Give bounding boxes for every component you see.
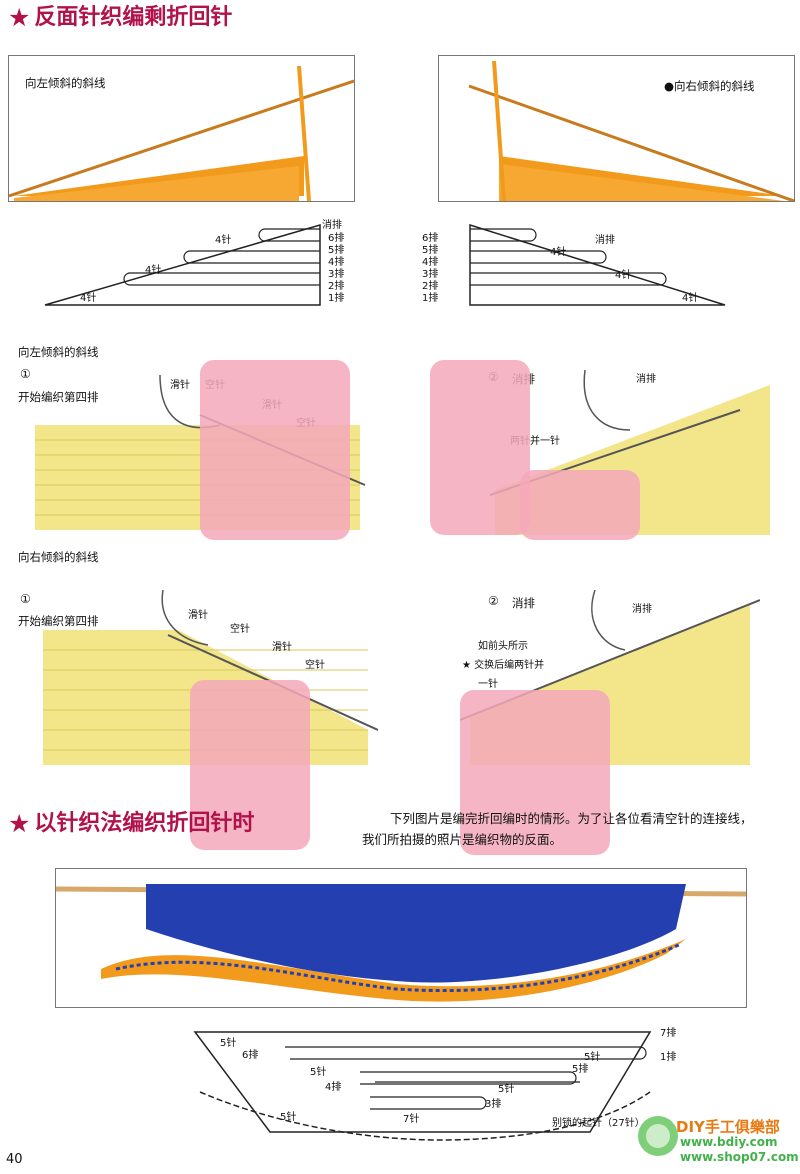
section2-title: 以针织法编织折回针时 [34,811,255,836]
annotation-label: 空针 [305,660,325,671]
knit-photo-left-icon [9,65,354,201]
annotation-label: 空针 [230,624,250,635]
short-row-diagram-right-icon [469,223,726,306]
row-label: 5排 [328,245,345,256]
row-label: 3排 [422,269,439,280]
cast-on-label: 别锁的起针（27针） [552,1118,645,1129]
stitch-label: 7针 [403,1114,420,1125]
photo-left: 向左倾斜的斜线 [8,55,355,202]
watermark-pink-shape [190,680,310,850]
stitch-label: 4针 [615,270,632,281]
row-label: 7排 [660,1028,677,1039]
logo-circle-icon [638,1116,678,1156]
step-number: ① [20,367,31,381]
row-label: 3排 [328,269,345,280]
star-icon: ★ [8,3,31,32]
row-label: 6排 [422,233,439,244]
annotation-label: 滑针 [188,610,208,621]
watermark-pink-shape [200,360,350,540]
knit-photo-right-icon [468,60,794,201]
knit-photo-bottom-icon [56,884,746,1002]
stitch-label: 5针 [280,1112,297,1123]
row-label: 5排 [572,1064,589,1075]
section1-header: ★ 反面针织编剩折回针 [8,4,232,32]
photo-left-caption: 向左倾斜的斜线 [25,76,106,90]
section2-header: ★ 以针织法编织折回针时 [8,810,254,838]
photo-right-caption: ●向右倾斜的斜线 [664,79,755,93]
star-icon: ★ [8,809,31,838]
diagram-left: 消排 6排 5排 4排 3排 2排 1排 4针 4针 4针 [40,215,370,315]
stitch-label: 4针 [215,235,232,246]
stitch-label: 5针 [220,1038,237,1049]
row-label: 1排 [422,293,439,304]
page-number: 40 [6,1152,23,1167]
stitch-label: 5针 [498,1084,515,1095]
photo-bottom [55,868,747,1008]
annotation-label: 消排 [632,604,652,615]
row-label: 6排 [242,1050,259,1061]
row-label: 1排 [660,1052,677,1063]
row-label: 2排 [422,281,439,292]
row-label: 2排 [328,281,345,292]
stitch-label: 4针 [80,293,97,304]
stitch-label: 4针 [550,247,567,258]
row-label: 1排 [328,293,345,304]
watermark-pink-shape [430,360,530,535]
row-label: 5排 [422,245,439,256]
stitch-label: 4针 [145,265,162,276]
annotation-label: 一针 [478,679,498,690]
short-row-diagram-bottom-icon [193,1031,652,1141]
section2-note2: 我们所拍摄的照片是编织物的反面。 [362,832,563,847]
annotation-label: 消排 [636,374,656,385]
logo-url: www.bdiy.com [680,1135,778,1149]
annotation-label: 两针并一针 [510,436,560,447]
row-label: 3排 [485,1099,502,1110]
annotation-label: 滑针 [272,642,292,653]
row-label: 4排 [422,257,439,268]
photo-right: ●向右倾斜的斜线 [438,55,795,202]
diagram-bottom: 5针 6排 7排 5针 1排 5针 5排 4排 5针 3排 7针 5针 别锁的起… [180,1022,700,1142]
step-text: 消排 [512,596,535,610]
step-number: ① [20,592,31,606]
watermark-pink-shape [520,470,640,540]
diagram-right: 6排 5排 4排 3排 2排 1排 消排 4针 4针 4针 [420,215,750,315]
annotation-label: ★ 交换后编两针并 [462,660,545,671]
site-logo: DIY手工俱樂部 www.bdiy.com www.shop07.com [636,1110,799,1170]
watermark-pink-shape [460,690,610,855]
section1-title: 反面针织编剩折回针 [34,5,233,30]
section2-note1: 下列图片是编完折回编时的情形。为了让各位看清空针的连接线， [390,811,753,826]
short-row-diagram-left-icon [44,224,321,306]
block-left-heading: 向左倾斜的斜线 [18,345,99,359]
row-label: 6排 [328,233,345,244]
annotation-label: 滑针 [170,380,190,391]
logo-url: www.shop07.com [680,1150,799,1164]
step-text: 开始编织第四排 [18,614,99,628]
logo-text: DIY手工俱樂部 [676,1118,780,1136]
stitch-label: 5针 [310,1067,327,1078]
stitch-label: 5针 [584,1052,601,1063]
row-label: 消排 [595,235,615,246]
step-text: 开始编织第四排 [18,390,99,404]
row-label: 4排 [325,1082,342,1093]
row-label: 4排 [328,257,345,268]
stitch-label: 4针 [682,293,699,304]
annotation-label: 如前头所示 [478,641,528,652]
block-right-heading: 向右倾斜的斜线 [18,550,99,564]
step-number: ② [488,594,499,608]
row-label: 消排 [322,220,342,231]
